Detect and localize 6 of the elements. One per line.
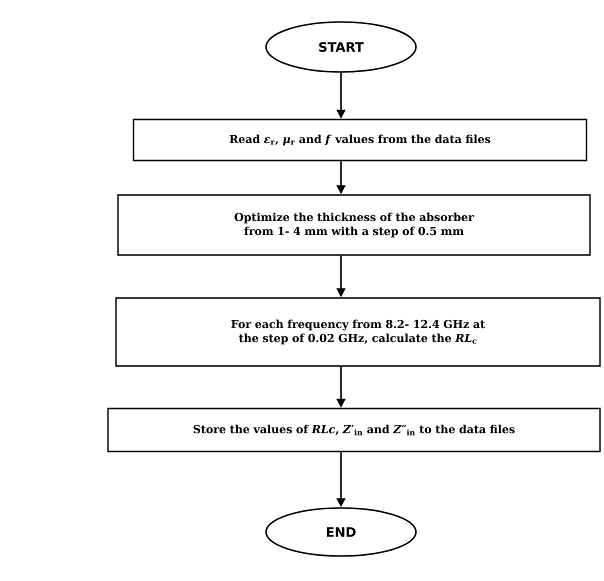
terminal-oval: START [265,21,417,73]
process-box: Store the values of RLc, Z′$_{in}$ and Z″$_{in}$ to the data files [107,408,601,452]
process-box: Optimize the thickness of the absorber from 1- 4 mm with a step of 0.5 mm [117,194,591,256]
process-box: Read ε$_{r}$, μ$_{r}$ and f values from the data files [132,118,588,162]
terminal-oval: END [265,507,417,557]
process-box: For each frequency from 8.2- 12.4 GHz at the step of 0.02 GHz, calculate the RL$_{c}$ [115,297,601,367]
